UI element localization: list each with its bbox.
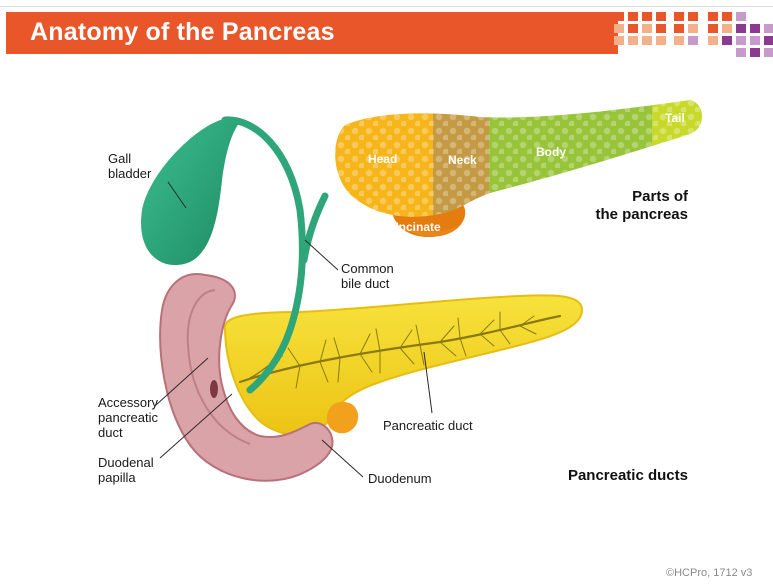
segment-label-neck: Neck: [448, 153, 477, 167]
copyright-notice: ©HCPro, 1712 v3: [666, 567, 752, 579]
title-bar: Anatomy of the Pancreas: [6, 12, 618, 54]
heading-parts-of-pancreas: Parts of the pancreas: [578, 188, 688, 224]
segment-label-body: Body: [536, 145, 566, 159]
label-duodenum: Duodenum: [368, 471, 432, 486]
heading-pancreatic-ducts: Pancreatic ducts: [540, 467, 688, 485]
label-duodenal-papilla: Duodenal papilla: [98, 455, 154, 485]
label-accessory-pancreatic-duct: Accessory pancreatic duct: [98, 395, 158, 440]
top-divider: [0, 6, 773, 7]
pancreas-diagram: [0, 58, 773, 584]
decorative-squares: [612, 12, 773, 58]
segment-label-tail: Tail: [665, 111, 685, 125]
label-pancreatic-duct: Pancreatic duct: [383, 418, 473, 433]
segment-label-uncinate: Uncinate: [390, 220, 441, 234]
segment-label-head: Head: [368, 152, 397, 166]
label-gall-bladder: Gall bladder: [108, 151, 151, 181]
slide-title: Anatomy of the Pancreas: [30, 18, 335, 47]
label-common-bile-duct: Common bile duct: [341, 261, 394, 291]
